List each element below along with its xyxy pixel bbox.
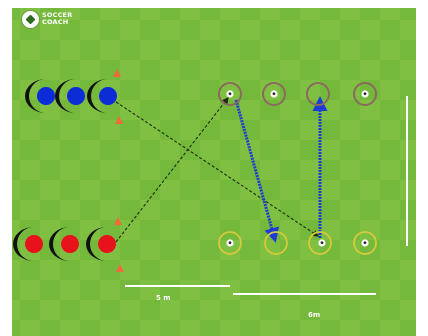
soccer-ball-icon	[22, 11, 39, 28]
measure-label-6m-right: 6m	[419, 142, 428, 150]
app-logo: SOCCER COACH	[22, 9, 72, 29]
measure-label-6m-bottom: 6m	[308, 311, 320, 319]
measure-label-5m: 5 m	[156, 294, 171, 302]
logo-line-2: COACH	[42, 19, 72, 26]
logo-text: SOCCER COACH	[42, 12, 72, 26]
